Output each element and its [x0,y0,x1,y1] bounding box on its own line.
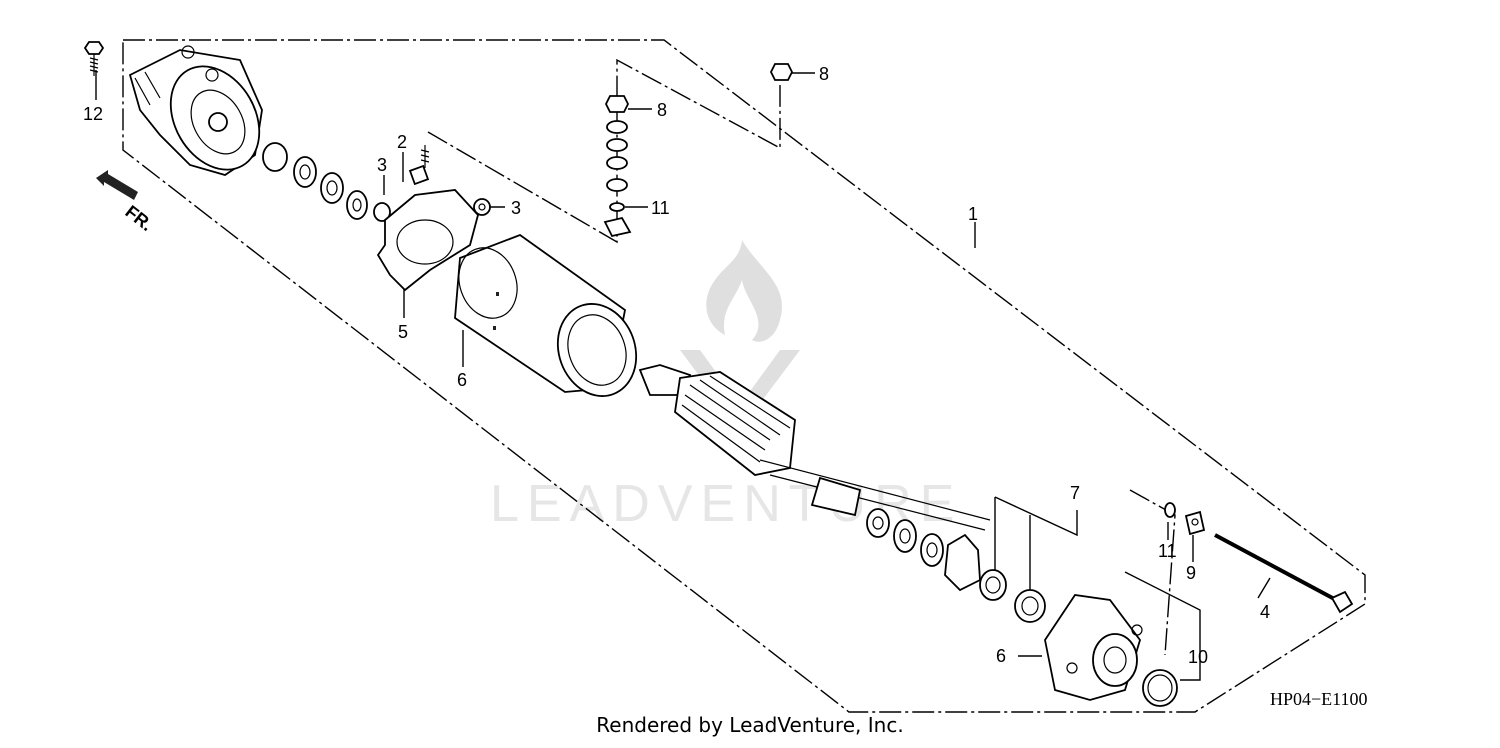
direction-label: FR. [122,201,157,235]
armature [638,364,991,531]
callout-5: 5 [398,322,408,342]
group-line-10 [1124,571,1201,681]
callout-6b: 6 [996,646,1006,666]
brush-holder [376,145,491,292]
callout-11b: 11 [1158,541,1177,561]
front-washers [262,142,391,222]
rear-cover [1044,594,1143,701]
nut-9 [1184,510,1206,536]
yoke [454,233,638,397]
callout-8a: 8 [657,100,667,120]
terminal-nut-stack [603,95,632,238]
bolt-12 [83,41,105,76]
callout-3a: 3 [377,155,387,175]
callout-2: 2 [397,132,407,152]
callout-12: 12 [83,104,103,124]
callout-8b: 8 [819,64,829,84]
callout-7: 7 [1070,483,1080,503]
callout-11a: 11 [651,198,670,218]
watermark-logo [680,240,800,430]
callout-3b: 3 [511,198,521,218]
nut-8b [769,63,794,81]
through-bolt [1214,533,1354,614]
group-line-7 [994,496,1078,537]
front-cover [128,45,263,176]
callout-10: 10 [1188,647,1208,667]
group-line-11-9 [1129,489,1176,656]
rear-washers [866,508,1046,623]
callout-6a: 6 [457,370,467,390]
assembly-outline [122,39,1366,713]
brush-subassembly-outline [427,58,781,244]
front-direction-arrow [96,170,138,200]
washer-11b [1164,502,1176,518]
diagram-code: HP04−E1100 [1270,689,1368,709]
callout-4: 4 [1260,602,1270,622]
callout-9: 9 [1186,563,1196,583]
footer-credit: Rendered by LeadVenture, Inc. [596,713,904,737]
callout-1: 1 [968,204,978,224]
leader-4 [1257,577,1271,599]
